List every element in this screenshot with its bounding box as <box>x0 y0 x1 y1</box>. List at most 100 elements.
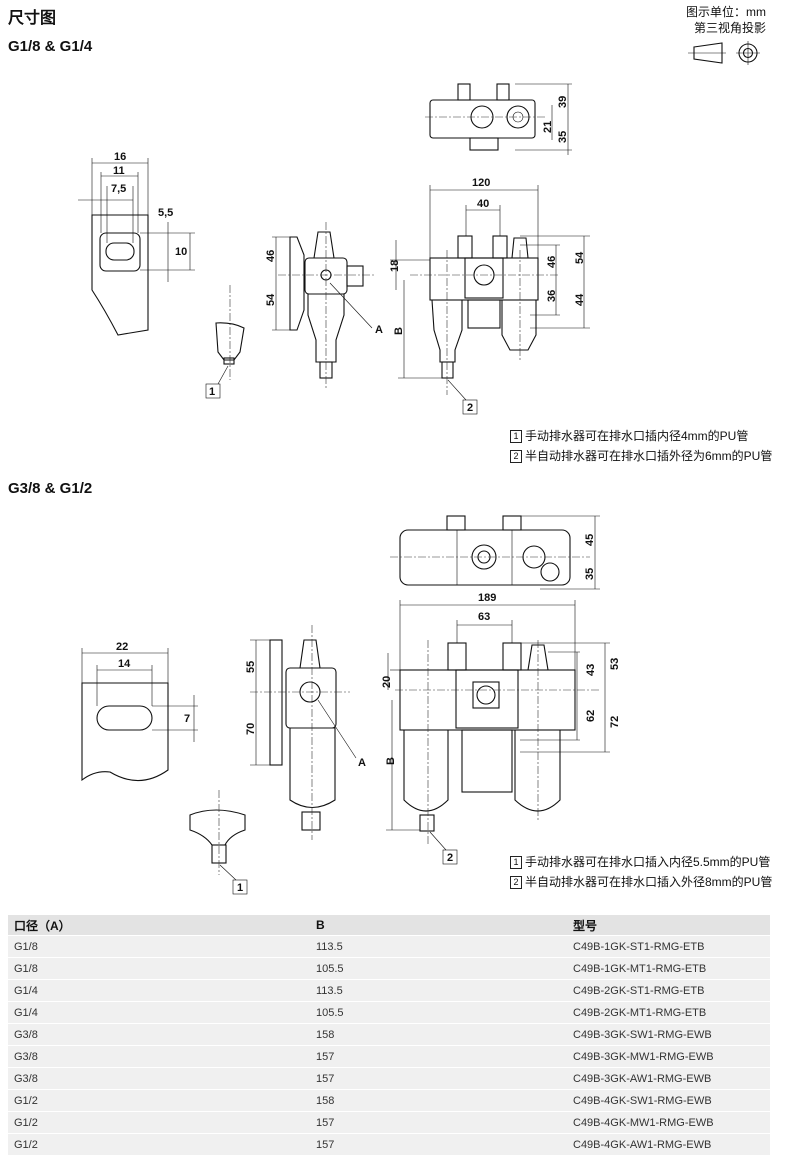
model-cell: C49B-2GK-MT1-RMG-ETB <box>567 1002 770 1023</box>
model-cell: C49B-3GK-SW1-RMG-EWB <box>567 1024 770 1045</box>
note-number: 2 <box>510 450 522 463</box>
bracket-detail-large: 22 14 7 <box>81 641 198 782</box>
port-size-cell: G1/4 <box>8 980 310 1001</box>
dim-70: 70 <box>245 723 257 735</box>
dim-54-front: 54 <box>574 251 586 264</box>
note-text: 手动排水器可在排水口插入内径5.5mm的PU管 <box>525 855 771 869</box>
port-size-cell: G3/8 <box>8 1068 310 1089</box>
b-cell: 158 <box>310 1024 567 1045</box>
dim-21: 21 <box>542 121 554 133</box>
dim-16: 16 <box>114 151 126 163</box>
dim-14: 14 <box>118 658 131 670</box>
dim-10: 10 <box>175 246 187 258</box>
callout-2: 2 <box>467 402 473 414</box>
note-text: 半自动排水器可在排水口插外径为6mm的PU管 <box>525 449 773 463</box>
b-cell: 157 <box>310 1112 567 1133</box>
front-view-large: 189 63 20 B 43 53 62 72 2 <box>381 592 621 865</box>
callout-2-large: 2 <box>447 852 453 864</box>
col-model: 型号 <box>567 915 770 935</box>
model-cell: C49B-2GK-ST1-RMG-ETB <box>567 980 770 1001</box>
dim-22: 22 <box>116 641 128 653</box>
side-view-large: 55 70 A <box>245 625 366 840</box>
dim-40: 40 <box>477 198 489 210</box>
model-cell: C49B-1GK-MT1-RMG-ETB <box>567 958 770 979</box>
col-port-size: 口径（A） <box>8 915 310 935</box>
dim-b-large: B <box>385 757 397 765</box>
manual-drain-small: 1 <box>205 285 245 399</box>
port-size-cell: G1/8 <box>8 936 310 957</box>
b-cell: 158 <box>310 1090 567 1111</box>
dim-63: 63 <box>478 611 490 623</box>
top-view-large: 45 35 <box>390 515 600 590</box>
dim-43: 43 <box>585 664 597 676</box>
model-cell: C49B-3GK-AW1-RMG-EWB <box>567 1068 770 1089</box>
col-b: B <box>310 915 567 935</box>
third-angle-projection-icon <box>688 41 760 65</box>
model-cell: C49B-1GK-ST1-RMG-ETB <box>567 936 770 957</box>
front-view-small: 120 40 18 B 46 54 36 44 2 <box>389 177 590 415</box>
note-number: 1 <box>510 856 522 869</box>
model-cell: C49B-3GK-MW1-RMG-EWB <box>567 1046 770 1067</box>
label-a-large: A <box>358 757 366 769</box>
note-text: 半自动排水器可在排水口插入外径8mm的PU管 <box>525 875 773 889</box>
callout-1: 1 <box>209 386 215 398</box>
dim-7-5: 7,5 <box>111 183 126 195</box>
model-cell: C49B-4GK-MW1-RMG-EWB <box>567 1112 770 1133</box>
b-cell: 113.5 <box>310 936 567 957</box>
unit-info: 图示单位：mm 第三视角投影 <box>686 4 766 70</box>
port-size-cell: G1/2 <box>8 1134 310 1155</box>
dim-18: 18 <box>389 260 401 272</box>
dim-53: 53 <box>609 658 621 670</box>
dim-189: 189 <box>478 592 496 604</box>
port-size-cell: G3/8 <box>8 1024 310 1045</box>
b-cell: 113.5 <box>310 980 567 1001</box>
dim-44: 44 <box>574 293 586 306</box>
dim-72: 72 <box>609 716 621 728</box>
bracket-detail-small: 16 11 7,5 5,5 10 <box>78 151 195 336</box>
dim-b-small: B <box>393 327 405 335</box>
dim-7: 7 <box>184 713 190 725</box>
note-text: 手动排水器可在排水口插内径4mm的PU管 <box>525 429 749 443</box>
b-cell: 157 <box>310 1068 567 1089</box>
dim-5-5: 5,5 <box>158 207 173 219</box>
table-header-row: 口径（A） B 型号 <box>8 915 770 935</box>
dim-55: 55 <box>245 661 257 673</box>
projection-label: 第三视角投影 <box>693 21 766 35</box>
dim-62: 62 <box>585 710 597 722</box>
dim-35-large: 35 <box>584 568 596 580</box>
dim-46-front: 46 <box>546 256 558 268</box>
dim-36: 36 <box>546 290 558 302</box>
dim-20: 20 <box>381 676 393 688</box>
b-cell: 157 <box>310 1134 567 1155</box>
dim-54-side: 54 <box>265 293 277 306</box>
dim-120: 120 <box>472 177 490 189</box>
label-a: A <box>375 324 383 336</box>
side-view-small: 46 54 A <box>265 222 383 390</box>
technical-drawings: 16 11 7,5 5,5 10 1 46 <box>78 83 621 895</box>
port-size-cell: G1/8 <box>8 958 310 979</box>
b-cell: 105.5 <box>310 958 567 979</box>
model-cell: C49B-4GK-AW1-RMG-EWB <box>567 1134 770 1155</box>
dim-35-small: 35 <box>557 131 569 143</box>
b-cell: 157 <box>310 1046 567 1067</box>
port-size-cell: G1/2 <box>8 1090 310 1111</box>
model-cell: C49B-4GK-SW1-RMG-EWB <box>567 1090 770 1111</box>
